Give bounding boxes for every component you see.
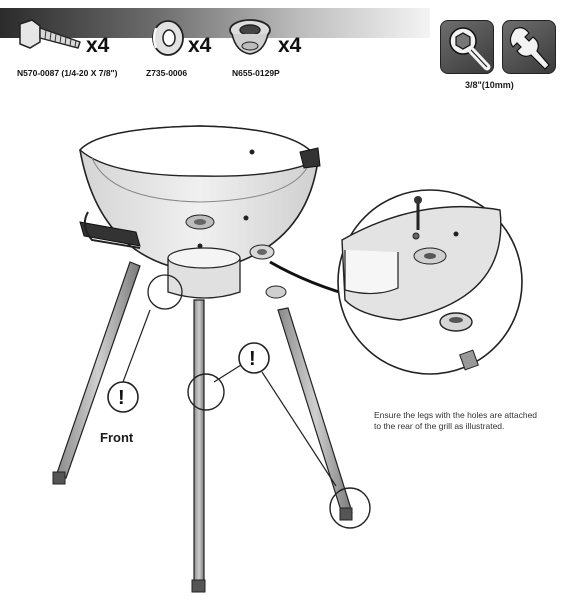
spacer-quantity: x4	[278, 34, 302, 57]
bolt-quantity: x4	[86, 34, 110, 57]
bolt-icon	[19, 19, 81, 49]
spacer-part-code: N655-0129P	[232, 68, 280, 78]
grill-legs	[52, 261, 353, 593]
wrench-icon	[509, 27, 550, 70]
washer-quantity: x4	[188, 34, 212, 57]
front-label: Front	[100, 430, 134, 445]
zoom-detail-circle	[337, 189, 523, 375]
wrench-tool-box	[502, 20, 556, 74]
svg-text:!: !	[249, 348, 256, 370]
grill-bowl	[78, 125, 321, 299]
svg-text:!: !	[118, 387, 125, 409]
socket-tool-box	[440, 20, 494, 74]
socket-icon	[449, 27, 491, 71]
attention-markers: ! !	[107, 309, 371, 529]
front-detail-circle	[147, 274, 183, 310]
assembly-note: Ensure the legs with the holes are attac…	[374, 410, 538, 431]
part-spacer: x4	[228, 16, 318, 62]
header-gradient-bar	[0, 8, 430, 38]
spacer-cup-icon	[229, 19, 271, 55]
bolt-part-code: N570-0087 (1/4-20 X 7/8")	[17, 68, 118, 78]
part-bolt: x4	[18, 18, 138, 62]
washer-icon	[152, 20, 184, 56]
washer-part-code: Z735-0006	[146, 68, 188, 78]
tool-size-label: 3/8"(10mm)	[465, 80, 514, 90]
part-washer: x4	[150, 18, 240, 62]
